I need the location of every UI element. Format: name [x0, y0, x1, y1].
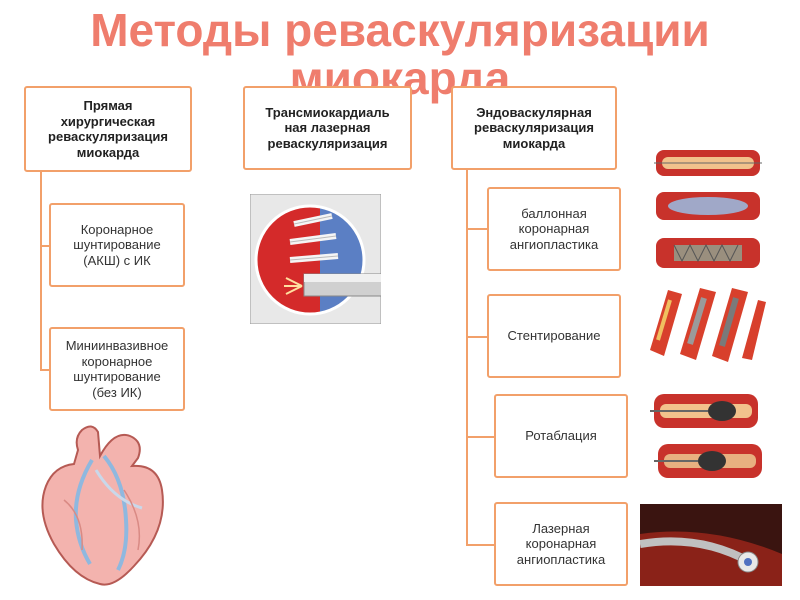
header-laser-box: Трансмиокардиаль ная лазерная реваскуляр… — [243, 86, 412, 170]
balloon-angioplasty-illustration — [654, 150, 762, 268]
connector-endo-4 — [466, 544, 494, 546]
endo-item-rotablation-box: Ротаблация — [494, 394, 628, 478]
connector-surgical-vertical — [40, 170, 42, 370]
surgical-item-mini-box: Миниинвазивное коронарное шунтирование (… — [49, 327, 185, 411]
endo-item-stent-box: Стентирование — [487, 294, 621, 378]
connector-endo-1 — [466, 228, 488, 230]
laser-angioplasty-illustration — [640, 504, 782, 586]
stenting-illustration — [650, 288, 766, 362]
tmlr-illustration — [250, 194, 381, 324]
connector-endo-2 — [466, 336, 488, 338]
connector-surgical-1 — [40, 245, 50, 247]
header-endo-box: Эндоваскулярная реваскуляризация миокард… — [451, 86, 617, 170]
surgical-item-cabg-box: Коронарное шунтирование (АКШ) с ИК — [49, 203, 185, 287]
endo-item-laser-box: Лазерная коронарная ангиопластика — [494, 502, 628, 586]
heart-illustration — [41, 425, 164, 586]
connector-endo-3 — [466, 436, 494, 438]
title-line-1: Методы реваскуляризации — [90, 4, 710, 56]
connector-surgical-2 — [40, 369, 50, 371]
header-surgical-box: Прямая хирургическая реваскуляризация ми… — [24, 86, 192, 172]
connector-endo-vertical — [466, 170, 468, 546]
endo-item-balloon-box: баллонная коронарная ангиопластика — [487, 187, 621, 271]
rotablation-illustration — [650, 394, 762, 478]
